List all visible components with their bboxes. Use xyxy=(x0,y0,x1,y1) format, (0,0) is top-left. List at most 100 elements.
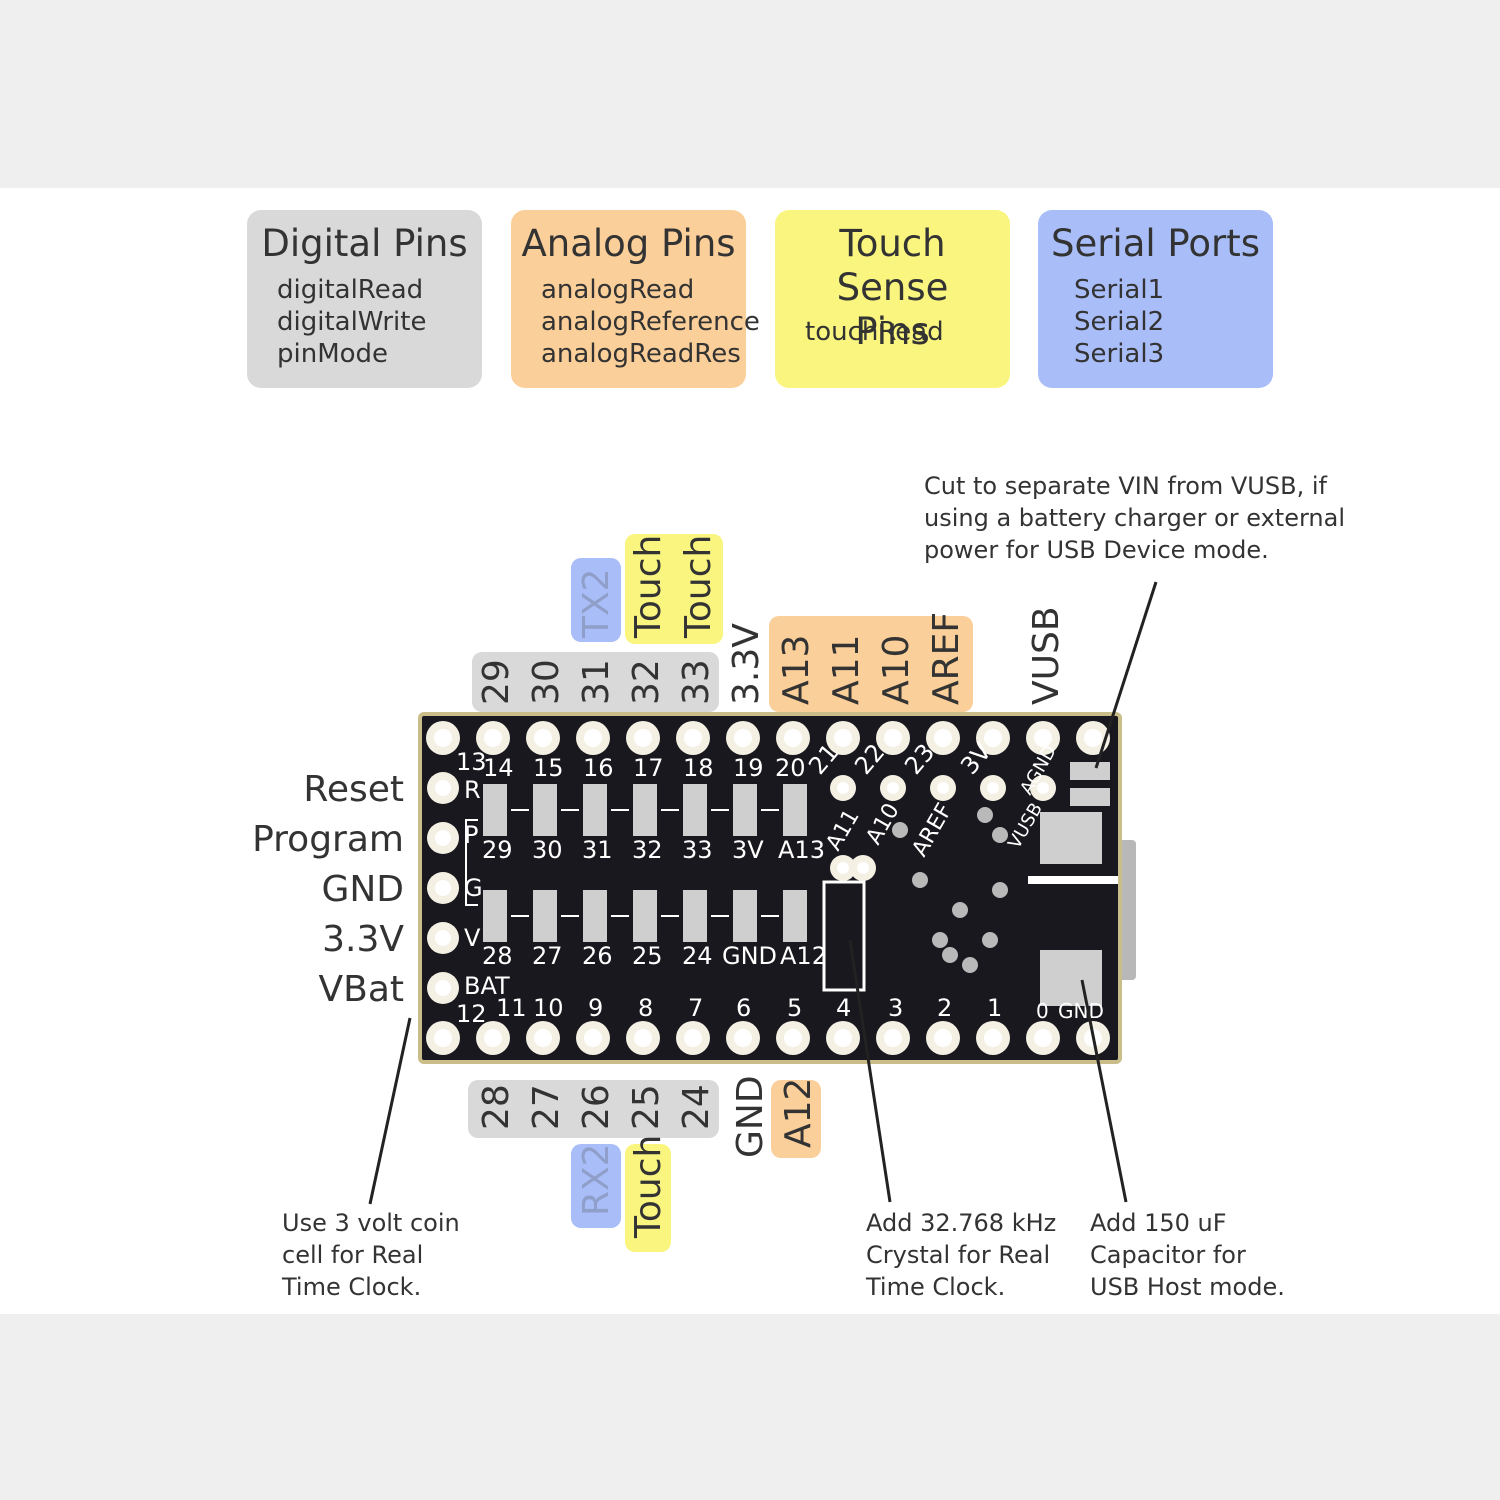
bottom-pin-labels: 28 27 26 25 24 GND A12 RX2 Touch xyxy=(476,1075,819,1239)
pin-label-analog: A13 xyxy=(776,635,817,705)
bottom-serial-bg xyxy=(571,1144,621,1228)
legend-item: touchRead xyxy=(805,317,944,347)
pin-hole xyxy=(984,1029,1002,1047)
pad-group xyxy=(483,784,807,942)
pin-label: 30 xyxy=(526,659,567,705)
smd-pad xyxy=(583,784,607,836)
silk-label: 15 xyxy=(533,754,564,782)
via xyxy=(942,947,958,963)
cut-jumper-b xyxy=(1070,788,1110,806)
via xyxy=(932,932,948,948)
side-label-3v3: 3.3V xyxy=(322,919,404,960)
smd-pad xyxy=(533,890,557,942)
silk-label: 10 xyxy=(533,994,564,1022)
pin-label-analog: A10 xyxy=(876,635,917,705)
silk-label: 2 xyxy=(937,994,952,1022)
legend-title: Analog Pins xyxy=(521,222,736,265)
pin-hole xyxy=(435,830,451,846)
via xyxy=(962,957,978,973)
legend-title: Serial Ports xyxy=(1050,222,1261,265)
via xyxy=(992,827,1008,843)
smd-pad xyxy=(783,784,807,836)
pin-label-vusb: VUSB xyxy=(1026,606,1067,705)
bottom-analog-bg xyxy=(771,1080,821,1158)
silk-label: 0 xyxy=(1036,999,1049,1023)
via xyxy=(912,872,928,888)
crystal-outline xyxy=(822,880,866,992)
pin-label: 25 xyxy=(626,1084,667,1130)
silk-label: GND xyxy=(1058,999,1104,1023)
side-labels: Reset Program GND 3.3V VBat xyxy=(252,769,404,1010)
silk-label: 27 xyxy=(532,942,563,970)
pin-hole xyxy=(884,729,902,747)
via xyxy=(992,882,1008,898)
smd-pad xyxy=(683,890,707,942)
pin-hole xyxy=(634,1029,652,1047)
pin-hole xyxy=(884,1029,902,1047)
smd-pad xyxy=(783,890,807,942)
pin-label-serial: TX2 xyxy=(576,568,617,639)
pin-label-serial: RX2 xyxy=(576,1143,617,1216)
pin-hole xyxy=(734,729,752,747)
callout-line-crystal xyxy=(848,939,892,1203)
pin-label-analog: A11 xyxy=(826,635,867,705)
silk-bracket xyxy=(465,819,478,906)
side-label-reset: Reset xyxy=(303,769,404,810)
legend-item: Serial1 xyxy=(1074,275,1165,305)
legend-item: digitalRead xyxy=(277,275,424,305)
usb-pad-top xyxy=(1040,812,1102,864)
legend-touch-sense-pins: Touch Sense Pins touchRead xyxy=(775,210,1010,388)
pin-label-gnd: GND xyxy=(730,1075,771,1158)
pin-hole xyxy=(784,1029,802,1047)
silk-label: G xyxy=(464,874,483,902)
silk-label: 19 xyxy=(733,754,764,782)
vias xyxy=(892,807,1008,973)
callout-line-capacitor xyxy=(1080,979,1128,1203)
pin-hole xyxy=(484,1029,502,1047)
silk-label: V xyxy=(464,924,481,952)
silk-label: BAT xyxy=(464,972,510,1000)
legend-items: digitalRead digitalWrite pinMode xyxy=(277,274,426,370)
pin-hole xyxy=(484,729,502,747)
pin-hole xyxy=(834,1029,852,1047)
silk-label: 1 xyxy=(987,994,1002,1022)
side-label-gnd: GND xyxy=(321,869,404,910)
pin-label: 31 xyxy=(576,659,617,705)
via xyxy=(977,807,993,823)
legend-item: analogReference xyxy=(541,307,760,337)
pin-hole xyxy=(837,862,849,874)
legend-item: digitalWrite xyxy=(277,307,427,337)
callout-line-coin xyxy=(368,1017,412,1205)
legend-items: analogRead analogReference analogReadRes xyxy=(541,274,760,370)
pin-label-touch: Touch xyxy=(678,535,719,639)
silk-label: 4 xyxy=(836,994,851,1022)
smd-pad xyxy=(733,784,757,836)
pin-label: 33 xyxy=(676,659,717,705)
silk-label: 30 xyxy=(532,836,563,864)
pin-hole xyxy=(1037,782,1049,794)
pin-hole xyxy=(584,1029,602,1047)
silk-label: 18 xyxy=(683,754,714,782)
bottom-digital-bg xyxy=(468,1080,719,1138)
smd-pad xyxy=(483,890,507,942)
legend-item: analogRead xyxy=(541,275,695,305)
pin-hole xyxy=(934,729,952,747)
legend-item: analogReadRes xyxy=(541,339,741,369)
smd-pad xyxy=(633,784,657,836)
silk-label: 33 xyxy=(682,836,713,864)
silk-label: 25 xyxy=(632,942,663,970)
silk-label: 5 xyxy=(787,994,802,1022)
pin-hole xyxy=(434,729,452,747)
legend-digital-pins: Digital Pins digitalRead digitalWrite pi… xyxy=(247,210,482,388)
via xyxy=(952,902,968,918)
silk-label: 20 xyxy=(775,754,806,782)
pin-hole xyxy=(435,780,451,796)
legend-items: Serial1 Serial2 Serial3 xyxy=(1074,274,1164,370)
pin-hole xyxy=(435,980,451,996)
silk-label: 28 xyxy=(482,942,513,970)
via xyxy=(892,822,908,838)
side-label-program: Program xyxy=(252,819,404,860)
silk-label: 29 xyxy=(482,836,513,864)
pin-hole xyxy=(1034,729,1052,747)
